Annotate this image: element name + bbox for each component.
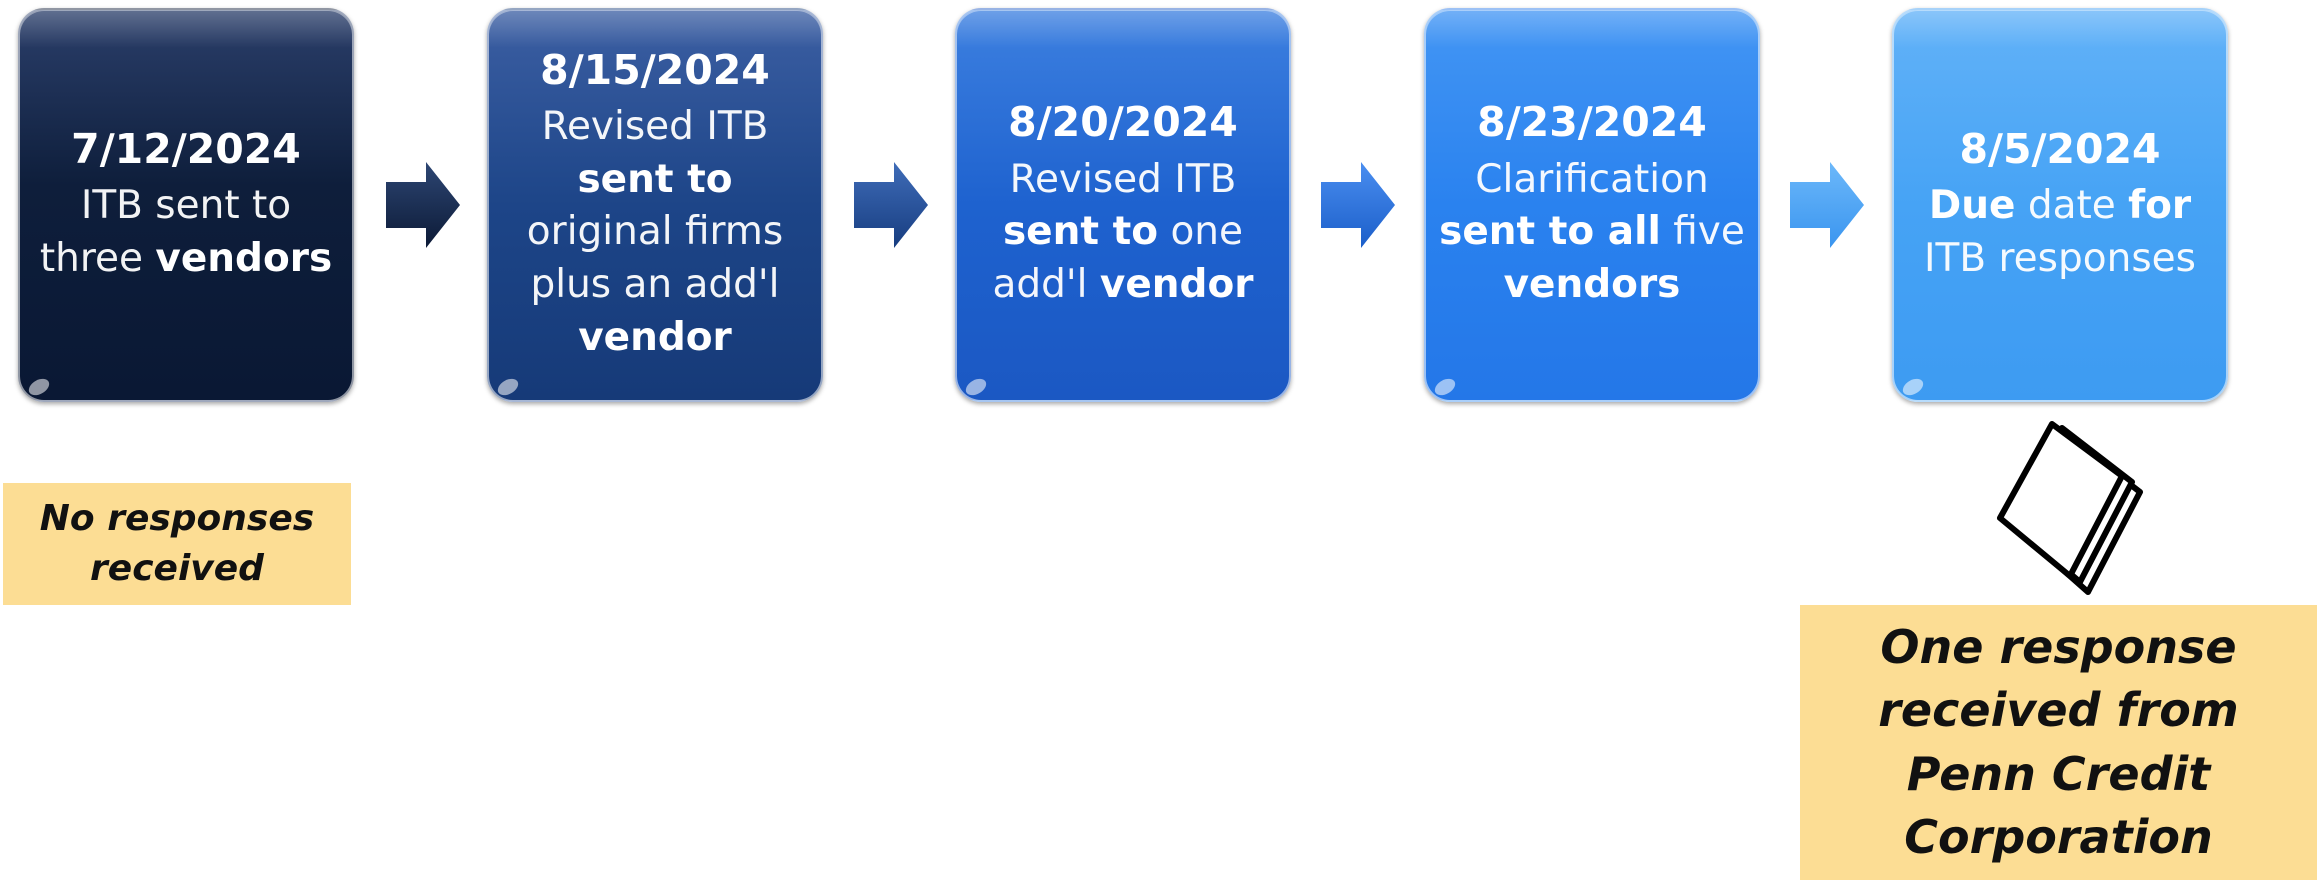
- corner-shine: [1899, 375, 1927, 399]
- gloss-highlight: [1894, 10, 2226, 48]
- description-line: sent to all five: [1439, 206, 1745, 259]
- description-line: sent to: [527, 154, 783, 207]
- plain-text: ITB sent to: [80, 182, 292, 228]
- stacked-papers-icon: [1997, 421, 2143, 595]
- description-line: three vendors: [40, 233, 332, 286]
- emphasis-text: Due: [1928, 182, 2016, 228]
- description-line: vendor: [527, 312, 783, 365]
- step-description: Revised ITB sent to original firms plus an …: [527, 101, 783, 364]
- plain-text: original firms: [526, 209, 784, 255]
- description-line: Revised ITB: [527, 101, 783, 154]
- description-line: plus an add'l: [527, 259, 783, 312]
- gloss-highlight: [489, 10, 821, 48]
- note-line: received from: [1878, 683, 2239, 738]
- note-line: Corporation: [1904, 809, 2213, 864]
- description-line: ITB sent to: [40, 180, 332, 233]
- corner-shine: [494, 375, 522, 399]
- plain-text: add'l: [992, 261, 1100, 307]
- arrow-right-icon: [386, 162, 460, 248]
- arrow-right-icon: [1321, 162, 1395, 248]
- plain-text: Revised ITB: [541, 103, 769, 149]
- plain-text: Clarification: [1475, 156, 1709, 202]
- description-line: add'l vendor: [993, 259, 1254, 312]
- step-date: 7/12/2024: [71, 124, 301, 173]
- timeline-step-1: 7/12/2024 ITB sent to three vendors: [18, 8, 354, 402]
- emphasis-text: vendor: [578, 314, 732, 360]
- emphasis-text: vendor: [1099, 261, 1254, 307]
- emphasis-text: sent to all: [1439, 209, 1661, 255]
- note-line: received: [90, 548, 264, 589]
- plain-text: five: [1660, 209, 1745, 255]
- timeline-step-2: 8/15/2024 Revised ITB sent to original fir…: [487, 8, 823, 402]
- corner-shine: [25, 375, 53, 399]
- description-line: ITB responses: [1924, 233, 2196, 286]
- description-line: vendors: [1439, 259, 1745, 312]
- emphasis-text: for: [2128, 182, 2192, 228]
- description-line: original firms: [527, 206, 783, 259]
- emphasis-text: sent to: [1002, 209, 1159, 255]
- plain-text: Revised ITB: [1009, 156, 1237, 202]
- emphasis-text: vendors: [1503, 261, 1681, 307]
- emphasis-text: vendors: [155, 235, 333, 281]
- step-date: 8/5/2024: [1959, 124, 2161, 173]
- gloss-highlight: [20, 10, 352, 48]
- plain-text: three: [39, 235, 156, 281]
- plain-text: date: [2015, 182, 2129, 228]
- description-line: sent to one: [993, 206, 1254, 259]
- step-description: ITB sent to three vendors: [40, 180, 332, 285]
- note-line: No responses: [39, 498, 315, 540]
- corner-shine: [962, 375, 990, 399]
- description-line: Due date for: [1924, 180, 2196, 233]
- response-received-note: One response received from Penn Credit C…: [1800, 605, 2317, 880]
- arrow-right-icon: [1790, 162, 1864, 248]
- plain-text: one: [1158, 209, 1244, 255]
- arrow-right-icon: [854, 162, 928, 248]
- note-line: One response: [1880, 619, 2237, 674]
- step-date: 8/15/2024: [540, 45, 770, 94]
- no-responses-note: No responses received: [3, 483, 351, 605]
- gloss-highlight: [1426, 10, 1758, 48]
- description-line: Clarification: [1439, 154, 1745, 207]
- note-line: Penn Credit: [1906, 746, 2211, 801]
- plain-text: plus an add'l: [530, 261, 780, 307]
- description-line: Revised ITB: [993, 154, 1254, 207]
- emphasis-text: sent to: [577, 156, 733, 202]
- gloss-highlight: [957, 10, 1289, 48]
- step-date: 8/20/2024: [1008, 98, 1238, 147]
- step-date: 8/23/2024: [1477, 98, 1707, 147]
- corner-shine: [1431, 375, 1459, 399]
- plain-text: ITB responses: [1924, 235, 2196, 281]
